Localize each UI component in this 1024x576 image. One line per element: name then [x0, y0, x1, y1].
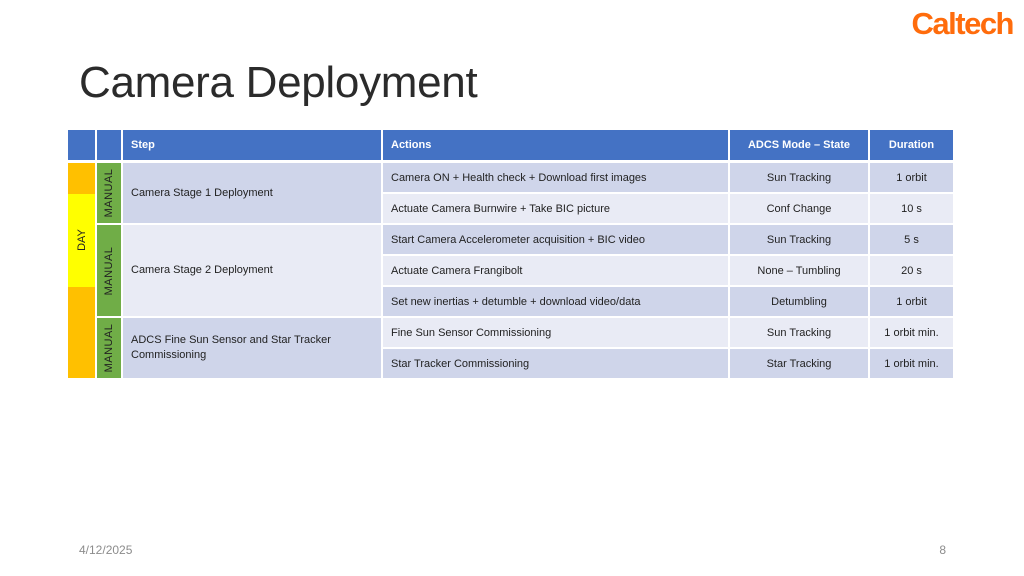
- manual-label: MANUAL: [103, 246, 115, 295]
- table-row: MANUAL ADCS Fine Sun Sensor and Star Tra…: [68, 317, 955, 380]
- action-cell: Start Camera Accelerometer acquisition +…: [382, 224, 730, 256]
- manual-label: MANUAL: [103, 323, 115, 373]
- header-actions: Actions: [382, 130, 730, 163]
- adcs-cell: None – Tumbling: [729, 255, 870, 287]
- table-row: Actuate Camera Frangibolt None – Tumblin…: [68, 255, 955, 287]
- duration-cell: 5 s: [869, 224, 955, 256]
- day-phase-yellow: [68, 194, 95, 287]
- day-phase-cell: DAY: [68, 161, 97, 380]
- action-cell: Fine Sun Sensor Commissioning: [382, 317, 730, 349]
- slide-title: Camera Deployment: [79, 58, 478, 107]
- day-phase-orange-top: [68, 163, 95, 194]
- adcs-cell: Sun Tracking: [729, 224, 870, 256]
- step-cell: ADCS Fine Sun Sensor and Star Tracker Co…: [122, 317, 383, 380]
- table-row: Set new inertias + detumble + download v…: [68, 286, 955, 318]
- duration-cell: 1 orbit min.: [869, 348, 955, 380]
- duration-cell: 1 orbit: [869, 161, 955, 194]
- footer-date: 4/12/2025: [79, 543, 133, 557]
- adcs-cell: Sun Tracking: [729, 317, 870, 349]
- table-row: Star Tracker Commissioning Star Tracking…: [68, 348, 955, 380]
- adcs-cell: Detumbling: [729, 286, 870, 318]
- table-header-row: Step Actions ADCS Mode – State Duration: [68, 130, 955, 163]
- action-cell: Camera ON + Health check + Download firs…: [382, 161, 730, 194]
- step-cell: Camera Stage 2 Deployment: [122, 224, 383, 318]
- duration-cell: 20 s: [869, 255, 955, 287]
- adcs-cell: Conf Change: [729, 193, 870, 225]
- manual-cell-3: MANUAL: [96, 317, 123, 380]
- duration-cell: 1 orbit min.: [869, 317, 955, 349]
- table-row: DAY MANUAL Camera Stage 1 Deployment Cam…: [68, 161, 955, 380]
- header-mode: [96, 130, 123, 163]
- step-cell: Camera Stage 1 Deployment: [122, 161, 383, 225]
- manual-cell-1: MANUAL: [96, 161, 123, 225]
- manual-cell-2: MANUAL: [96, 224, 123, 318]
- page-number: 8: [939, 543, 946, 557]
- duration-cell: 1 orbit: [869, 286, 955, 318]
- header-duration: Duration: [869, 130, 955, 163]
- table-row: MANUAL Camera Stage 2 Deployment Start C…: [68, 224, 955, 318]
- adcs-cell: Star Tracking: [729, 348, 870, 380]
- action-cell: Star Tracker Commissioning: [382, 348, 730, 380]
- caltech-logo: Caltech: [911, 6, 1015, 41]
- day-phase-orange-bottom: [68, 287, 95, 378]
- adcs-cell: Sun Tracking: [729, 161, 870, 194]
- header-step: Step: [122, 130, 383, 163]
- table-row: Actuate Camera Burnwire + Take BIC pictu…: [68, 193, 955, 225]
- duration-cell: 10 s: [869, 193, 955, 225]
- day-label: DAY: [75, 229, 88, 251]
- header-phase: [68, 130, 97, 163]
- deployment-table: Step Actions ADCS Mode – State Duration …: [68, 130, 955, 380]
- action-cell: Actuate Camera Burnwire + Take BIC pictu…: [382, 193, 730, 225]
- action-cell: Actuate Camera Frangibolt: [382, 255, 730, 287]
- header-adcs-mode: ADCS Mode – State: [729, 130, 870, 163]
- action-cell: Set new inertias + detumble + download v…: [382, 286, 730, 318]
- manual-label: MANUAL: [103, 168, 115, 218]
